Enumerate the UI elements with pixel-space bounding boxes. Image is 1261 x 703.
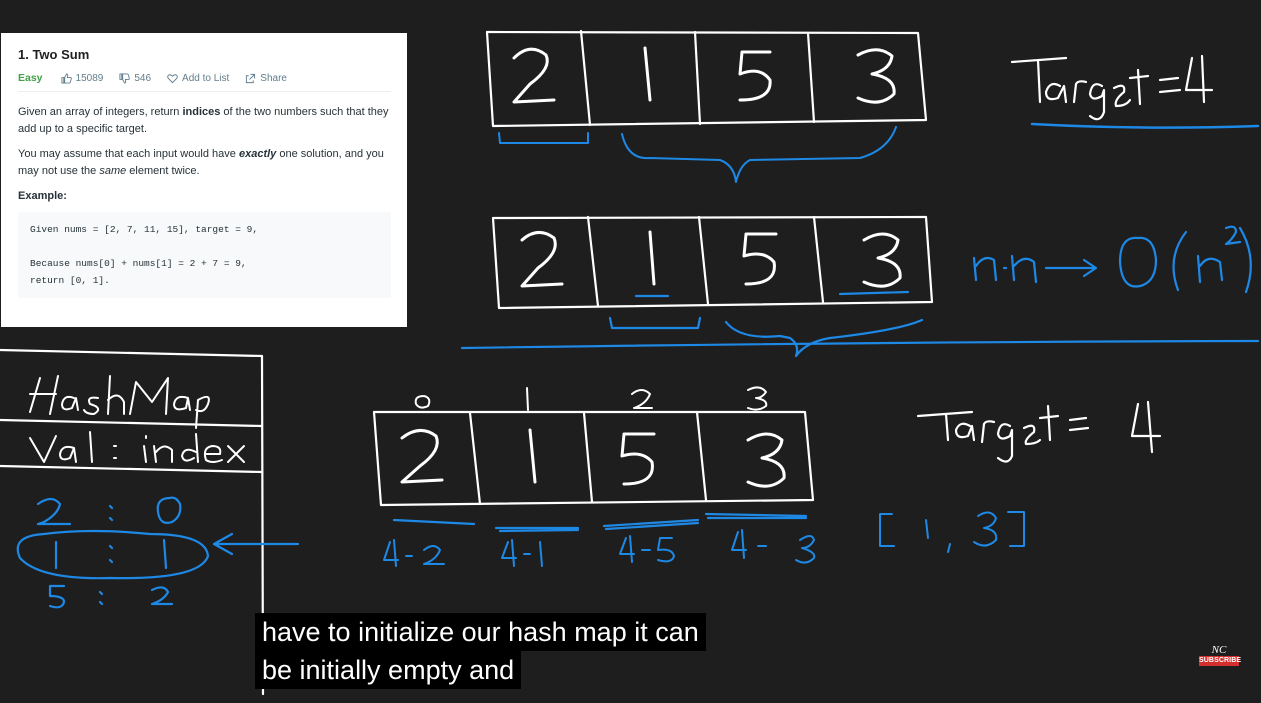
share-label: Share xyxy=(260,72,287,84)
share-icon xyxy=(246,73,256,83)
problem-meta-bar: Easy 15089 546 Add to List Share xyxy=(18,65,391,92)
code-line-2: Because nums[0] + nums[1] = 2 + 7 = 9, xyxy=(30,258,247,269)
desc1-text-a: Given an array of integers, return xyxy=(18,106,183,118)
hashmap-rows xyxy=(16,496,300,609)
subscribe-logo[interactable]: NC SUBSCRIBE xyxy=(1199,644,1242,666)
result-label xyxy=(879,511,1025,553)
difficulty-badge: Easy xyxy=(18,72,43,84)
dislike-button[interactable]: 546 xyxy=(119,73,151,84)
mid-cell-0 xyxy=(520,231,564,288)
caption-line-1: have to initialize our hash map it can xyxy=(255,613,706,651)
diff-labels xyxy=(383,529,816,567)
target-mid-label xyxy=(916,400,1162,463)
mid-cell-2 xyxy=(742,232,778,286)
channel-logo: NC xyxy=(1211,644,1227,656)
top-cell-2 xyxy=(738,50,772,102)
hashmap-box xyxy=(0,348,265,696)
diff-underlines xyxy=(392,512,808,533)
caption-line-2: be initially empty and xyxy=(255,651,522,689)
dislikes-count: 546 xyxy=(134,72,152,84)
share-button[interactable]: Share xyxy=(245,73,287,84)
add-to-list-button[interactable]: Add to List xyxy=(167,73,229,84)
likes-count: 15089 xyxy=(75,72,104,84)
example-label: Example: xyxy=(18,190,67,202)
video-caption: have to initialize our hash map it can b… xyxy=(255,613,706,689)
subscribe-badge: SUBSCRIBE xyxy=(1199,656,1242,666)
problem-description-1: Given an array of integers, return indic… xyxy=(18,104,391,138)
hashmap-title xyxy=(29,375,210,429)
like-button[interactable]: 15089 xyxy=(60,72,104,84)
thumbs-down-icon xyxy=(119,72,131,84)
target-top-underline xyxy=(1030,122,1260,129)
mid-cell-1 xyxy=(648,230,656,286)
top-cell-1 xyxy=(643,46,652,102)
index-labels xyxy=(414,386,768,411)
desc2-text-b: one solution, and you may not use the xyxy=(18,148,384,177)
middle-array xyxy=(491,215,934,310)
desc2-text-a: You may assume that each input would hav… xyxy=(18,148,239,160)
hashmap-header xyxy=(29,431,245,463)
bottom-cell-1 xyxy=(528,428,537,484)
desc1-text-b: of the two numbers such that they add up… xyxy=(18,106,389,135)
bottom-cell-3 xyxy=(746,432,786,488)
code-line-3: return [0, 1]. xyxy=(30,275,110,286)
complexity-label xyxy=(972,225,1252,294)
desc2-em: same xyxy=(99,165,127,177)
target-top-label xyxy=(1010,54,1214,121)
top-array xyxy=(485,29,928,128)
bottom-cell-0 xyxy=(400,429,444,484)
bottom-cell-2 xyxy=(620,432,656,486)
problem-description-2: You may assume that each input would hav… xyxy=(18,146,391,180)
problem-panel: 1. Two Sum Easy 15089 546 Add to List Sh… xyxy=(1,33,407,327)
code-line-1: Given nums = [2, 7, 11, 15], target = 9, xyxy=(30,224,259,235)
bottom-array xyxy=(372,410,815,507)
mid-cell-3 xyxy=(862,232,902,288)
top-cell-3 xyxy=(856,48,896,104)
heart-icon xyxy=(167,73,178,83)
desc2-bold: exactly xyxy=(238,148,277,160)
thumbs-up-icon xyxy=(60,72,72,84)
example-code-block: Given nums = [2, 7, 11, 15], target = 9,… xyxy=(18,212,391,298)
desc2-text-c: element twice. xyxy=(126,165,200,177)
desc1-bold: indices xyxy=(182,106,221,118)
problem-title: 1. Two Sum xyxy=(18,47,90,62)
top-cell-0 xyxy=(512,47,556,104)
add-to-list-label: Add to List xyxy=(182,72,230,84)
